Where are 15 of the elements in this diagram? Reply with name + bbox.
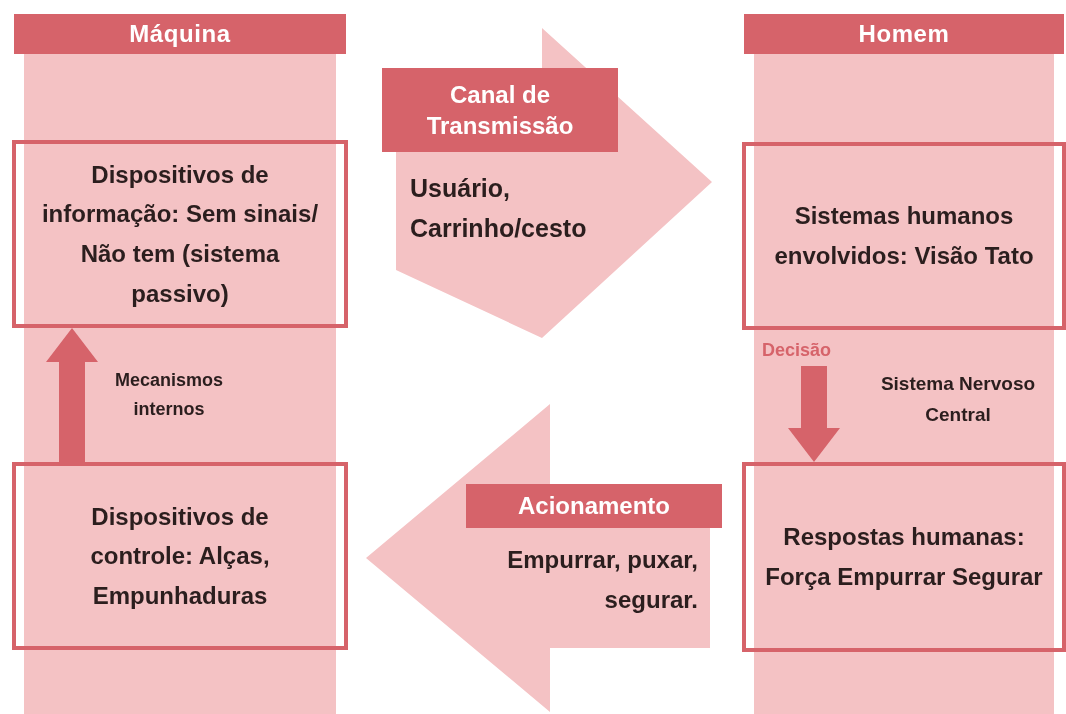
box-text: Dispositivos de controle: Alças, Empunhaduras (89, 501, 271, 611)
arrow-header: Canal de Transmissão (382, 68, 618, 152)
arrow-text: Usuário, Carrinho/cesto (410, 173, 588, 244)
label-text: Sistema Nervoso Central (879, 372, 1037, 428)
thick-arrow (46, 328, 98, 462)
box-text: Respostas humanas: Força Empurrar Segurar (764, 522, 1044, 592)
arrow-text: Empurrar, puxar, segurar. (506, 545, 698, 615)
box-text: Sistemas humanos envolvidos: Visão Tato (773, 201, 1035, 271)
arrow-header: Acionamento (466, 484, 722, 528)
thick-arrow (788, 366, 840, 462)
box-text: Dispositivos de informação: Sem sinais/ Não tem (sistema passivo) (40, 159, 320, 309)
column-header: Máquina (14, 14, 346, 54)
edge-label: Mecanismos internos (113, 369, 224, 421)
column-header: Homem (744, 14, 1064, 54)
edge-label: Decisão (762, 339, 833, 362)
